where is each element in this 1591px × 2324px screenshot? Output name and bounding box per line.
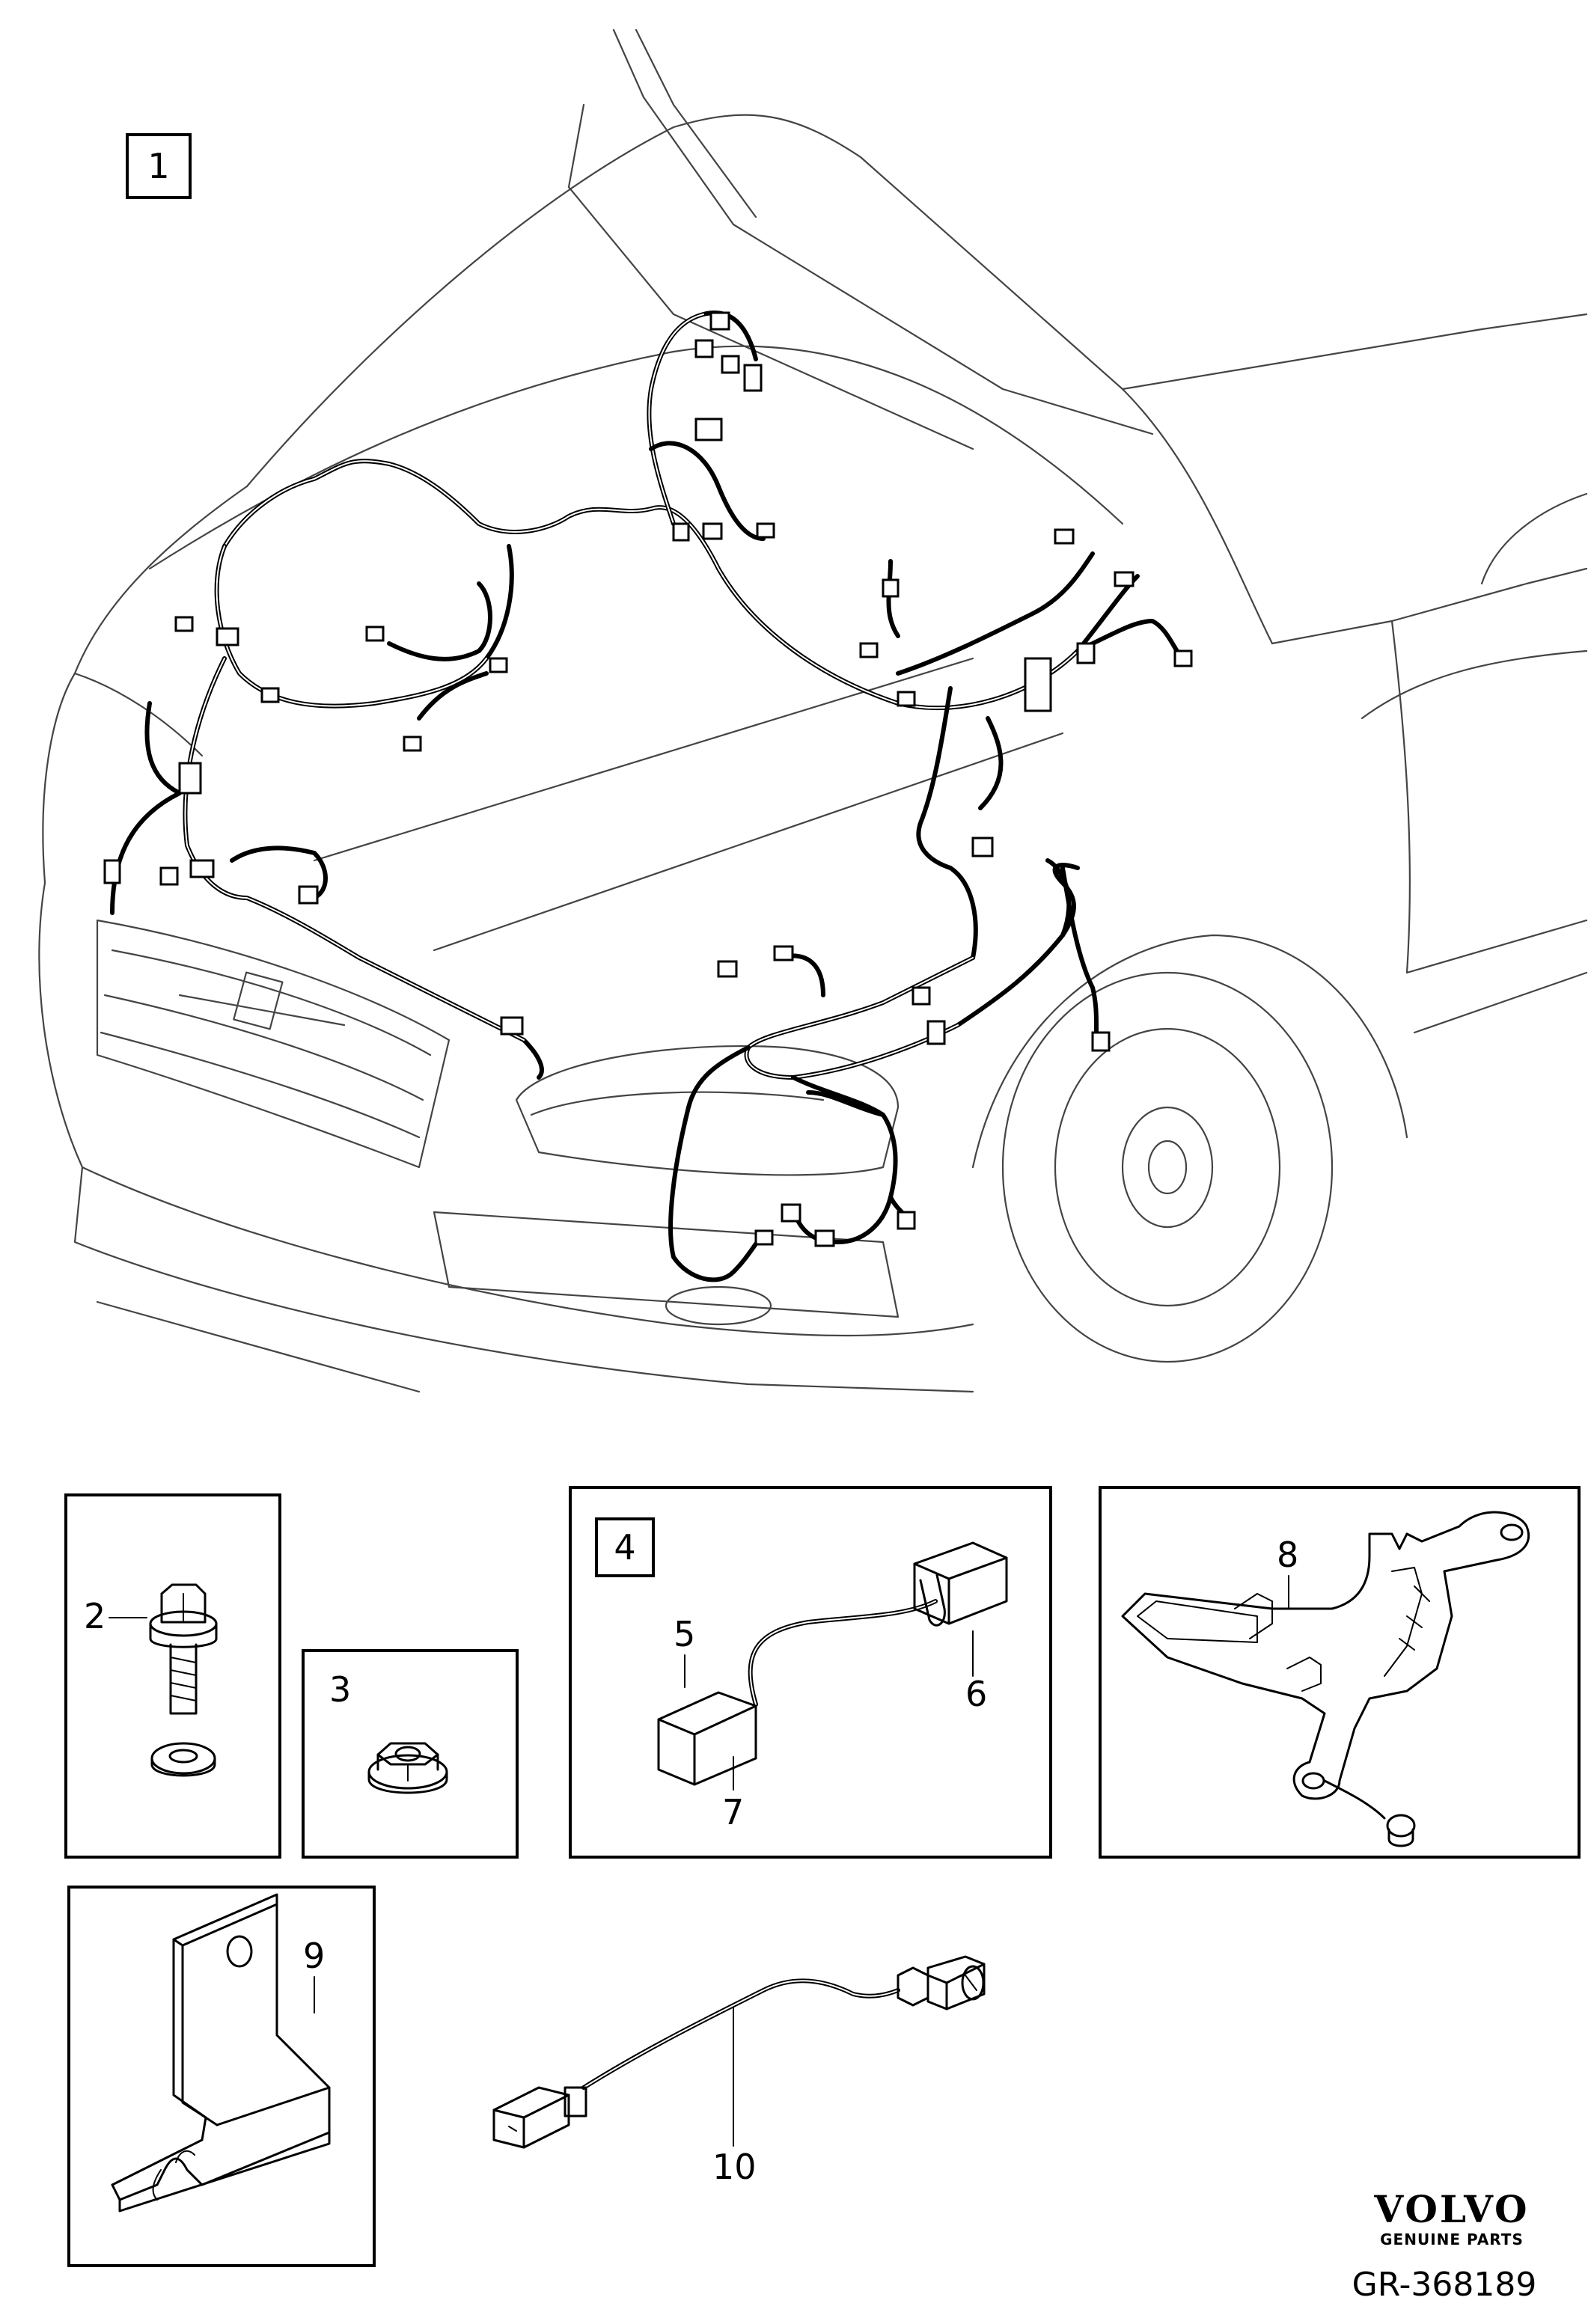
flange-bolt-icon [149, 1583, 218, 1715]
svg-text:1: 1 [147, 146, 169, 186]
sensor-cable-icon [492, 1955, 986, 2149]
panel-bolt: 2 [64, 1493, 281, 1859]
callout-1: 1 [126, 133, 192, 199]
panel-bracket: 8 [1099, 1486, 1581, 1859]
harness-connectors [103, 311, 1193, 1247]
volvo-genuine-parts-logo: VOLVO GENUINE PARTS [1373, 2187, 1529, 2248]
svg-text:9: 9 [303, 1936, 325, 1976]
panel-sensor-cable: 10 [492, 1955, 986, 2187]
connector-bracket-icon [1121, 1511, 1530, 1847]
mounting-bracket-icon [111, 1893, 331, 2213]
svg-text:10: 10 [712, 2147, 757, 2187]
panel-mounting-bracket: 9 [67, 1886, 376, 2267]
svg-text:7: 7 [722, 1792, 744, 1832]
relay-lead-icon [657, 1541, 1008, 1786]
svg-text:5: 5 [674, 1614, 695, 1654]
svg-text:GENUINE PARTS: GENUINE PARTS [1380, 2230, 1524, 2248]
washer-icon [150, 1742, 216, 1777]
svg-text:2: 2 [84, 1596, 106, 1636]
svg-text:VOLVO: VOLVO [1373, 2187, 1529, 2231]
car-front-illustration [38, 28, 1588, 1393]
panel-relay-lead: 4 5 6 7 [569, 1486, 1052, 1859]
diagram-reference: GR-368189 [1352, 2266, 1537, 2304]
panel-nut: 3 [302, 1649, 519, 1859]
svg-text:4: 4 [614, 1527, 635, 1568]
flange-nut-icon [367, 1742, 448, 1794]
svg-text:6: 6 [965, 1674, 987, 1714]
svg-text:3: 3 [329, 1669, 351, 1710]
svg-text:8: 8 [1277, 1535, 1298, 1575]
